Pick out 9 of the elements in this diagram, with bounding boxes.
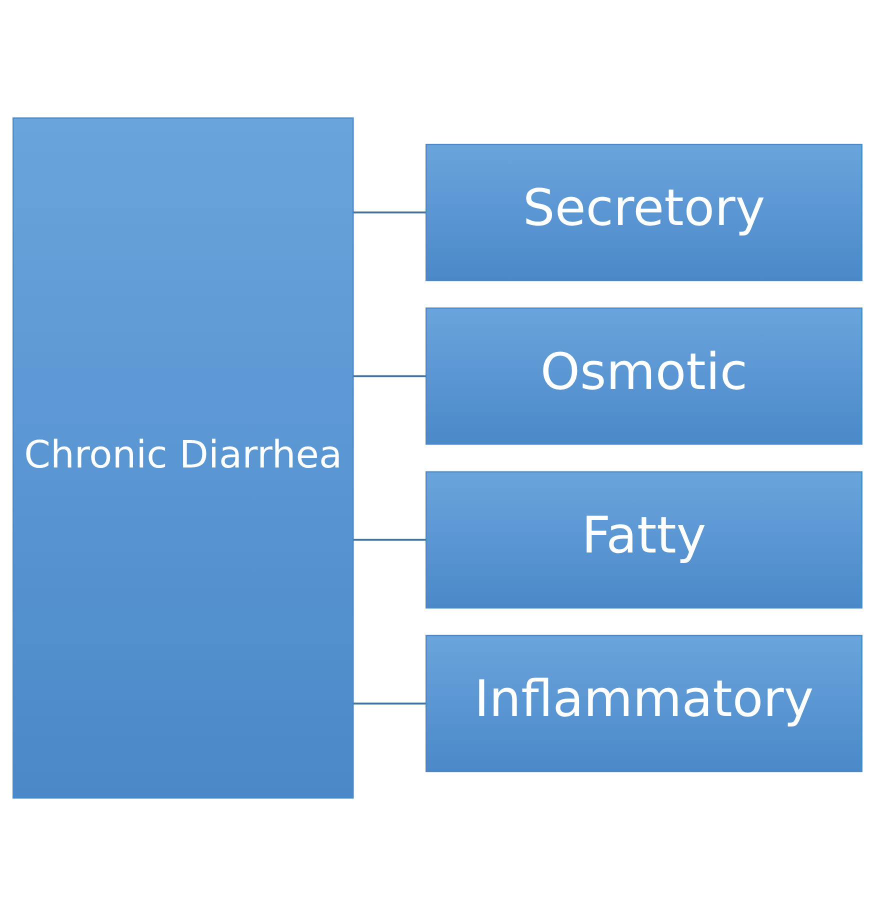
connector — [353, 211, 426, 213]
connector — [353, 374, 426, 377]
connector — [353, 702, 426, 704]
connector — [353, 538, 426, 540]
node-box: Chronic Diarrhea — [12, 116, 354, 798]
node-box: Secretory — [426, 143, 862, 281]
node-box: Osmotic — [426, 307, 862, 444]
node-box: Inflammatory — [426, 634, 862, 772]
node-box: Fatty — [426, 470, 862, 608]
